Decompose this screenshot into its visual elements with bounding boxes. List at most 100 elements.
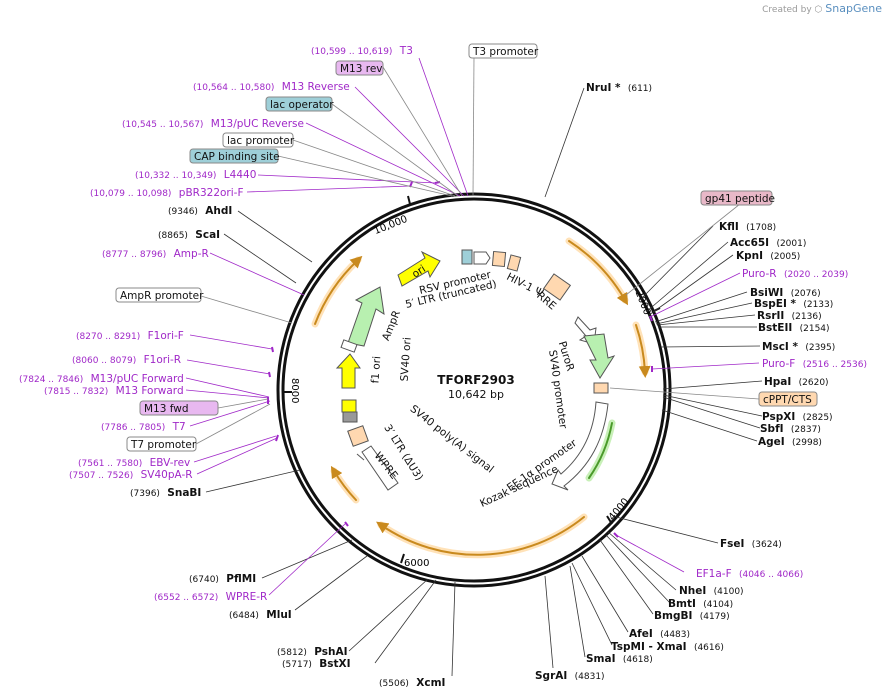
box-t7-promoter xyxy=(126,436,197,452)
primer-range: (10,332 .. 10,349) xyxy=(135,171,216,181)
enzyme-pos: (4100) xyxy=(714,587,744,597)
svg-text:(5812) PshAI: (5812) PshAI xyxy=(277,646,348,658)
enzyme-name: KflI xyxy=(719,221,739,233)
svg-text:BsiWI (2076): BsiWI (2076) xyxy=(750,287,821,299)
svg-text:HpaI (2620): HpaI (2620) xyxy=(764,376,829,388)
enzyme-name: NheI xyxy=(679,585,706,597)
enzyme-pos: (4483) xyxy=(660,630,690,640)
svg-text:KpnI (2005): KpnI (2005) xyxy=(736,250,800,262)
box-gp41 xyxy=(700,190,773,206)
enzyme-pos: (2076) xyxy=(791,289,821,299)
plasmid-backbone xyxy=(276,192,672,588)
enzyme-pos: (4616) xyxy=(694,643,724,653)
leader-lines-primers xyxy=(185,57,760,596)
primer-range: (4046 .. 4066) xyxy=(739,570,803,580)
enzyme-name: FseI xyxy=(720,538,744,550)
primer-range: (10,079 .. 10,098) xyxy=(90,189,171,199)
svg-text:(8865) ScaI: (8865) ScaI xyxy=(158,229,220,241)
primer-name: SV40pA-R xyxy=(141,469,193,481)
svg-text:(10,564 .. 10,580) M13 Reverse: (10,564 .. 10,580) M13 Reverse xyxy=(193,81,350,93)
primer-range: (6552 .. 6572) xyxy=(154,593,218,603)
primer-labels: (10,599 .. 10,619) T3 (10,564 .. 10,580)… xyxy=(19,45,867,603)
svg-text:SbfI (2837): SbfI (2837) xyxy=(760,423,821,435)
credit-brand: SnapGene xyxy=(825,2,882,15)
svg-text:(10,545 .. 10,567) M13/pUC Rev: (10,545 .. 10,567) M13/pUC Reverse xyxy=(122,118,304,130)
enzyme-name: PflMI xyxy=(226,573,256,585)
svg-text:AgeI (2998): AgeI (2998) xyxy=(758,436,822,448)
primer-name: M13 Reverse xyxy=(282,81,350,93)
enzyme-pos: (2395) xyxy=(805,343,835,353)
svg-text:(6484) MluI: (6484) MluI xyxy=(229,609,292,621)
primer-name: Puro-R xyxy=(742,268,777,280)
enzyme-pos: (6740) xyxy=(189,575,219,585)
plasmid-name: TFORF2903 xyxy=(437,373,514,387)
box-t7-promoter-text: T7 promoter xyxy=(130,439,197,451)
enzyme-name: SbfI xyxy=(760,423,784,435)
primer-range: (2020 .. 2039) xyxy=(784,270,848,280)
enzyme-name: XcmI xyxy=(416,677,445,689)
primer-name: Amp-R xyxy=(174,248,209,260)
box-lac-operator xyxy=(265,96,333,112)
primer-name: EBV-rev xyxy=(150,457,191,469)
enzyme-pos: (2133) xyxy=(803,300,833,310)
enzyme-name: AhdI xyxy=(205,205,232,217)
box-m13-rev xyxy=(335,60,384,76)
primer-name: L4440 xyxy=(224,169,257,181)
enzyme-name: BstXI xyxy=(319,658,350,670)
svg-text:Puro-R (2020 .. 2039): Puro-R (2020 .. 2039) xyxy=(742,268,848,280)
snapgene-logo-icon: ⬡ xyxy=(814,5,823,15)
cppt-box-icon xyxy=(593,382,609,394)
tick-4000-mark xyxy=(606,515,613,525)
primer-range: (7786 .. 7805) xyxy=(101,423,165,433)
box-t3-promoter xyxy=(468,43,538,59)
svg-text:(10,332 .. 10,349) L4440: (10,332 .. 10,349) L4440 xyxy=(135,169,256,181)
svg-text:MscI * (2395): MscI * (2395) xyxy=(762,341,835,353)
enzyme-name: HpaI xyxy=(764,376,791,388)
primer-name: Puro-F xyxy=(762,358,795,370)
rsv-box-icon xyxy=(461,249,473,265)
feature-boxes: T3 promoter M13 rev lac operator lac pro… xyxy=(115,43,818,452)
ltr3-arrow-icon xyxy=(356,453,365,461)
primer-range: (8270 .. 8291) xyxy=(76,332,140,342)
svg-text:BstEII (2154): BstEII (2154) xyxy=(758,322,830,334)
enzyme-name: KpnI xyxy=(736,250,763,262)
svg-text:NruI * (611): NruI * (611) xyxy=(586,82,652,94)
svg-text:BmtI (4104): BmtI (4104) xyxy=(668,598,733,610)
puror-arrow-icon xyxy=(583,333,616,379)
svg-text:EF1a-F (4046 .. 4066): EF1a-F (4046 .. 4066) xyxy=(696,568,803,580)
enzyme-pos: (5812) xyxy=(277,648,307,658)
primer-range: (10,564 .. 10,580) xyxy=(193,83,274,93)
hiv-box-icon xyxy=(506,254,522,272)
primer-range: (10,599 .. 10,619) xyxy=(311,47,392,57)
enzyme-name: BmgBI xyxy=(654,610,692,622)
enzyme-pos: (5506) xyxy=(379,679,409,689)
primer-range: (7815 .. 7832) xyxy=(44,387,108,397)
enzyme-pos: (2136) xyxy=(792,312,822,322)
enzyme-pos: (3624) xyxy=(752,540,782,550)
primer-range: (8777 .. 8796) xyxy=(102,250,166,260)
enzyme-pos: (2620) xyxy=(799,378,829,388)
box-m13-fwd xyxy=(139,400,219,416)
primer-name: M13 Forward xyxy=(116,385,184,397)
enzyme-pos: (9346) xyxy=(168,207,198,217)
svg-text:TspMI - XmaI (4616): TspMI - XmaI (4616) xyxy=(611,641,724,653)
svg-text:RsrII (2136): RsrII (2136) xyxy=(757,310,822,322)
svg-text:(7786 .. 7805) T7: (7786 .. 7805) T7 xyxy=(101,421,186,433)
tick-10000-mark xyxy=(407,195,411,205)
leader-lines-enzymes xyxy=(205,87,763,677)
enzyme-name: BmtI xyxy=(668,598,696,610)
svg-text:(5506) XcmI: (5506) XcmI xyxy=(379,677,445,689)
rre-box-icon xyxy=(542,273,572,301)
enzyme-pos: (4618) xyxy=(623,655,653,665)
svg-text:(7561 .. 7580) EBV-rev: (7561 .. 7580) EBV-rev xyxy=(78,457,190,469)
svg-text:(10,079 .. 10,098) pBR322ori-F: (10,079 .. 10,098) pBR322ori-F xyxy=(90,187,244,199)
enzyme-name: SmaI xyxy=(586,653,616,665)
outer-feature-arcs xyxy=(311,237,651,559)
box-ampr-promoter xyxy=(115,287,202,303)
svg-text:SmaI (4618): SmaI (4618) xyxy=(586,653,653,665)
svg-text:(9346) AhdI: (9346) AhdI xyxy=(168,205,232,217)
enzyme-name: MluI xyxy=(266,609,291,621)
primer-name: WPRE-R xyxy=(226,591,268,603)
enzyme-pos: (2825) xyxy=(803,413,833,423)
wpre-arrow-icon xyxy=(361,445,399,491)
